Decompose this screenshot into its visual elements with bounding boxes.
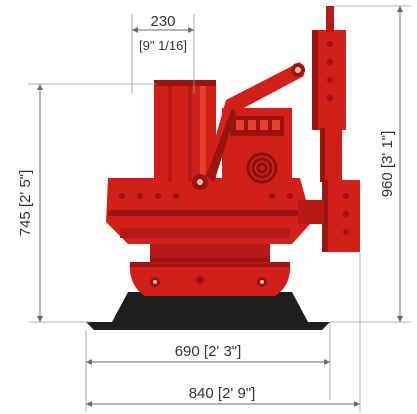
machine-illustration — [86, 6, 360, 330]
ring-bolt-right-center — [260, 280, 264, 284]
cylinder-housing — [154, 80, 216, 182]
dimension-top-width: 230 [9" 1/16] — [131, 13, 195, 94]
cylinder-top-band — [154, 80, 216, 86]
turret-lower-lip — [120, 228, 290, 238]
boom-arm-shadow — [206, 108, 236, 182]
base-skirt — [112, 292, 308, 322]
dimension-top-imperial: [9" 1/16] — [139, 38, 187, 53]
dimension-left-height: 745 [2' 5"] — [17, 83, 156, 323]
slewing-ring-lower — [129, 262, 291, 296]
slewing-ring-band — [130, 262, 290, 267]
boom-pivot-upper-pin — [295, 67, 301, 73]
dimension-outer-width: 840 [2' 9"] — [85, 252, 361, 412]
dimension-left-label: 745 [2' 5"] — [17, 170, 34, 237]
mast-top-hook — [326, 6, 334, 32]
mast-column — [320, 128, 342, 182]
turret-band — [108, 210, 308, 216]
dimension-outer-label: 840 [2' 9"] — [189, 385, 256, 402]
lower-mast-head-shadow — [322, 180, 328, 252]
cylinder-highlight — [200, 86, 206, 182]
lower-mast-bolts — [343, 193, 349, 235]
hydraulic-coil — [246, 152, 278, 184]
cylinder-rib-1 — [168, 86, 172, 182]
dimension-inner-label: 690 [2' 3"] — [175, 343, 242, 360]
dimension-right-label: 960 [3' 1"] — [379, 131, 396, 198]
dimension-right-height: 960 [3' 1"] — [330, 5, 412, 323]
turret-bolt-row — [119, 193, 293, 199]
cylinder-rib-2 — [188, 86, 192, 182]
motor-terminals — [236, 120, 280, 130]
mast-connector — [298, 200, 324, 224]
lower-mast-head — [322, 180, 360, 252]
ring-bolt-left-center — [153, 280, 157, 284]
slewing-ring-shadow — [150, 258, 270, 262]
base-plate — [86, 322, 330, 330]
mast-column-shadow — [320, 128, 325, 182]
boom-pivot-lower-pin — [197, 179, 203, 185]
upper-mast-shadow — [312, 30, 318, 130]
ring-bolt-middle — [196, 276, 204, 284]
upper-mast-bolts — [327, 41, 333, 101]
dimension-top-value: 230 — [150, 13, 175, 30]
